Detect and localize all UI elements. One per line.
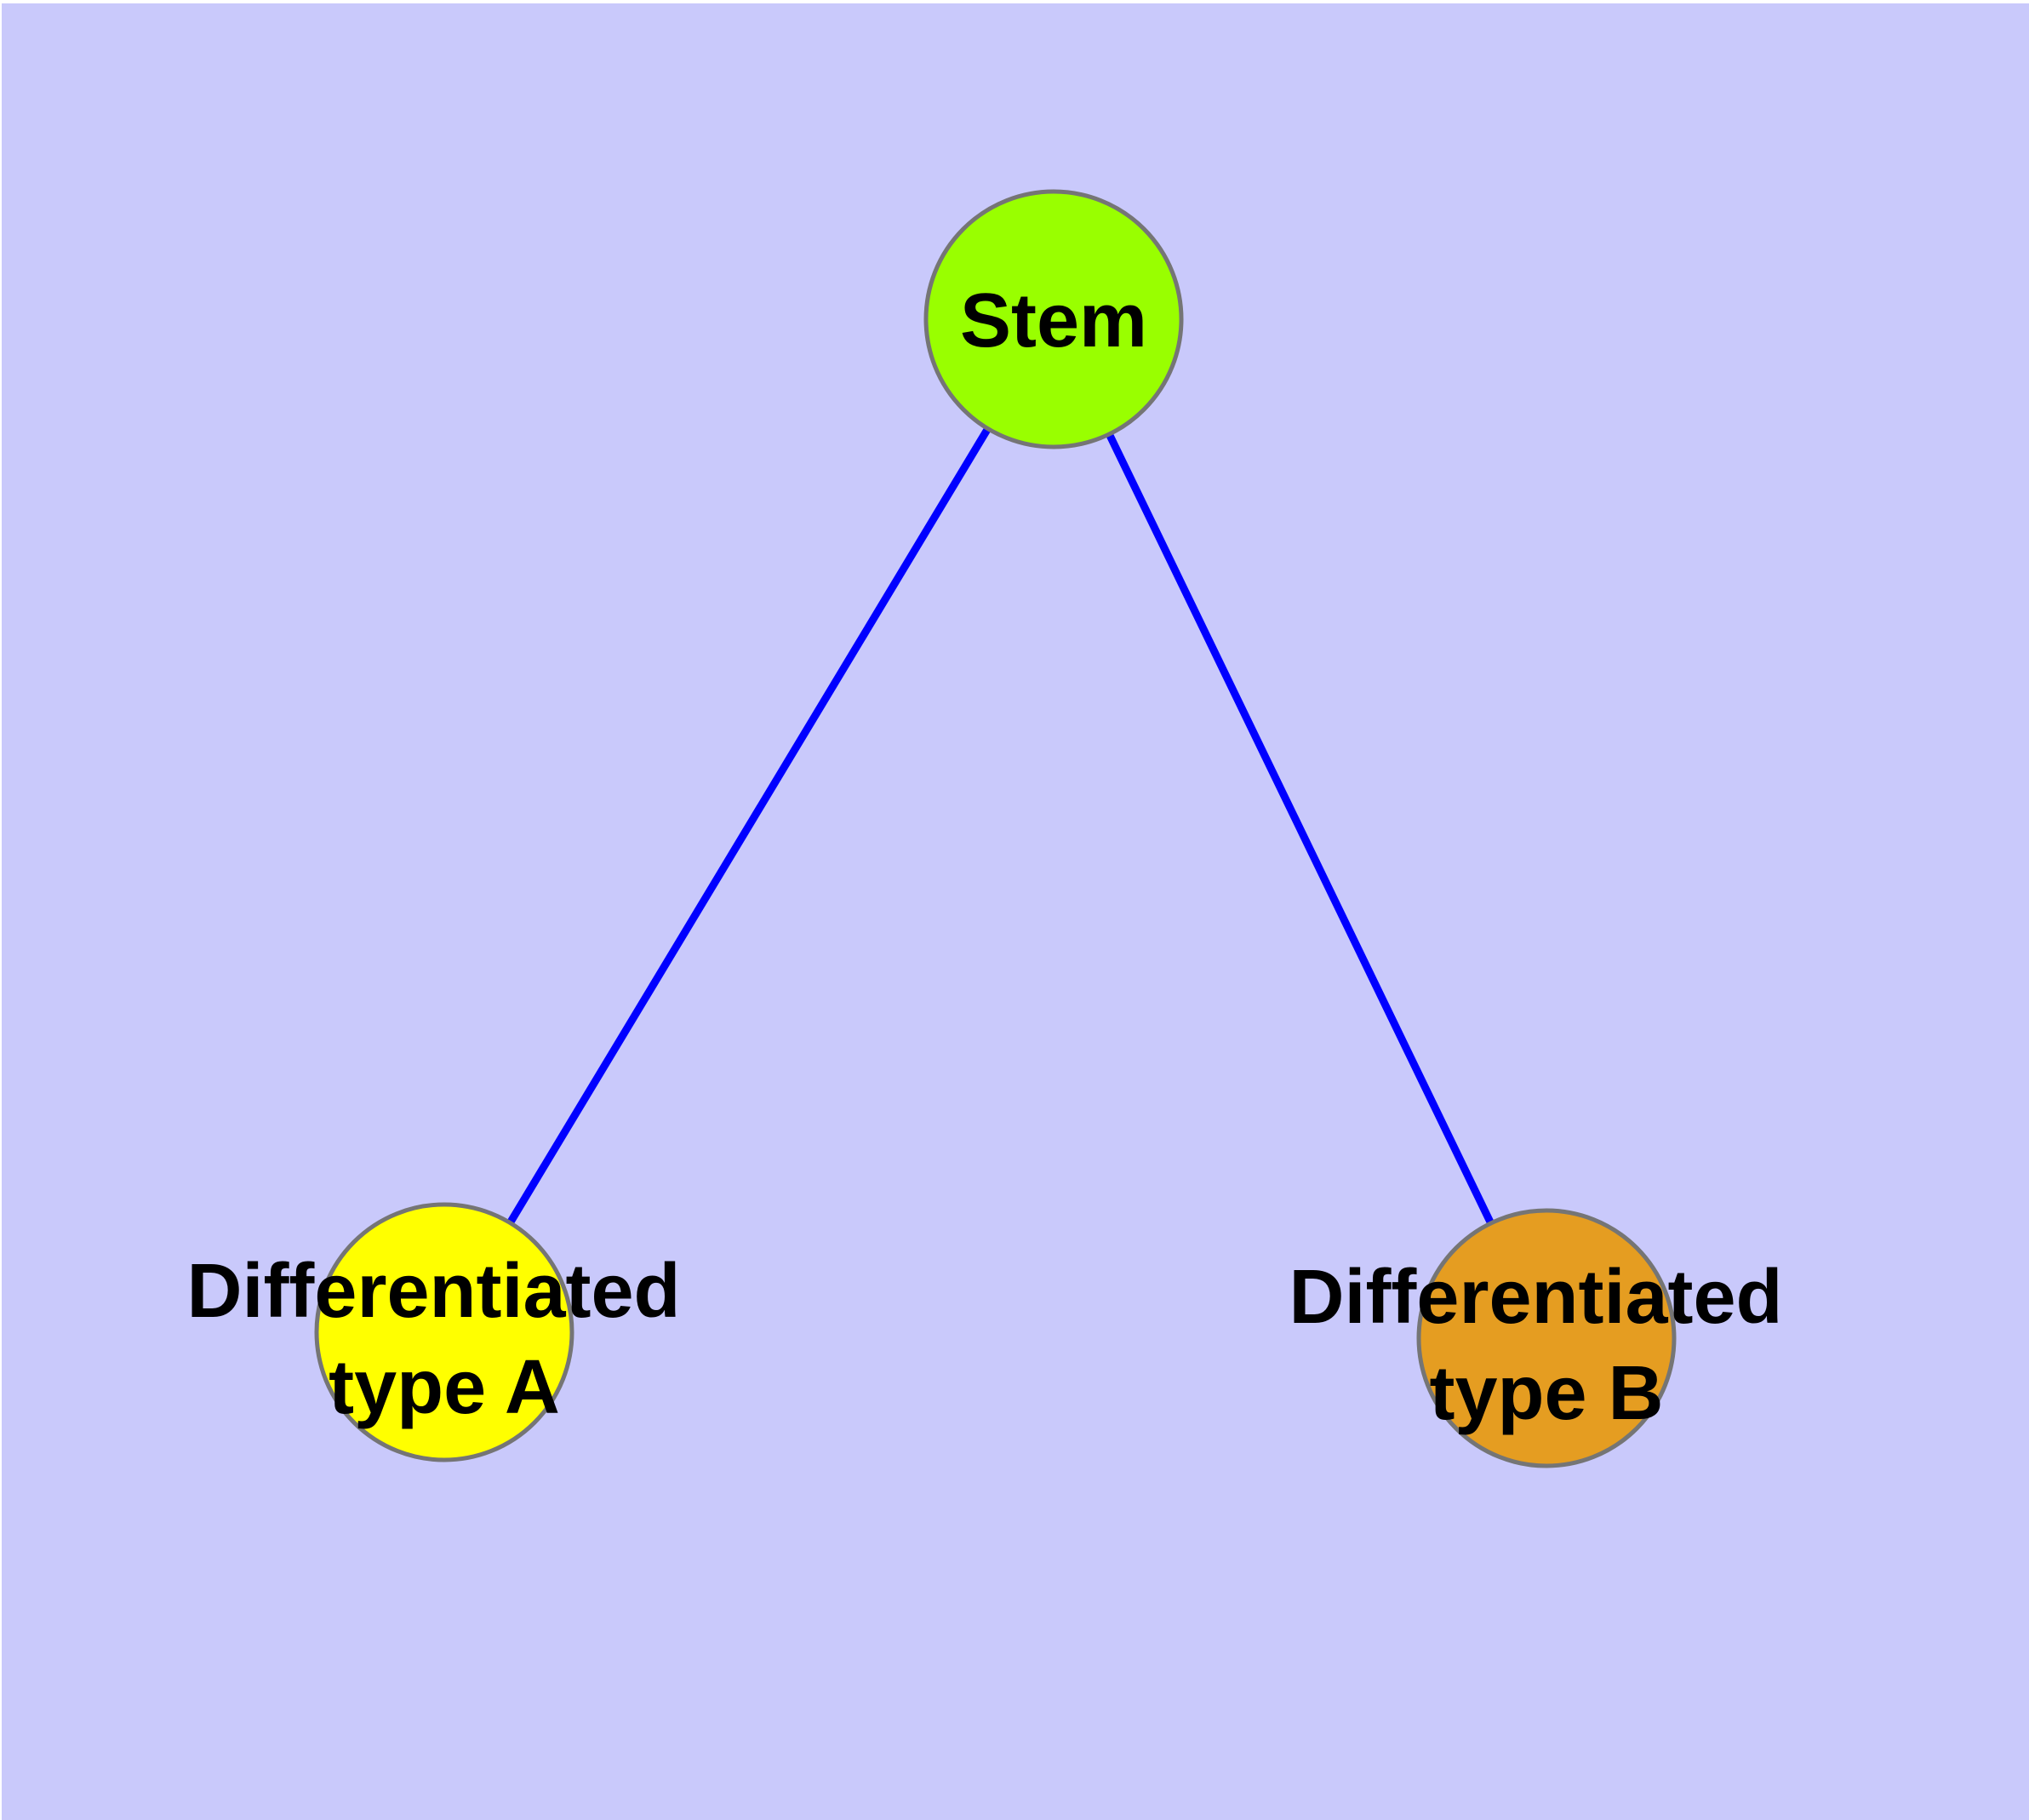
node-type-a-label-line1: Differentiated: [186, 1249, 680, 1334]
node-type-a-label-line2: type A: [329, 1345, 560, 1430]
node-type-b-label-line1: Differentiated: [1289, 1255, 1782, 1340]
node-type-a-label: Differentiated type A: [186, 1249, 701, 1430]
edge-stem-to-type-a[interactable]: [441, 317, 1057, 1335]
node-stem-circle[interactable]: [923, 189, 1184, 449]
node-type-a-circle[interactable]: [314, 1202, 574, 1462]
node-stem-label: Stem: [960, 278, 1147, 363]
window-edge-top: [0, 0, 2029, 3]
window-edge-left: [0, 0, 2, 1820]
edge-stem-to-type-b[interactable]: [1049, 318, 1551, 1340]
node-type-b-label: Differentiated type B: [1289, 1255, 1803, 1436]
node-type-b-label-line2: type B: [1429, 1351, 1663, 1436]
node-type-b-circle[interactable]: [1416, 1208, 1677, 1468]
